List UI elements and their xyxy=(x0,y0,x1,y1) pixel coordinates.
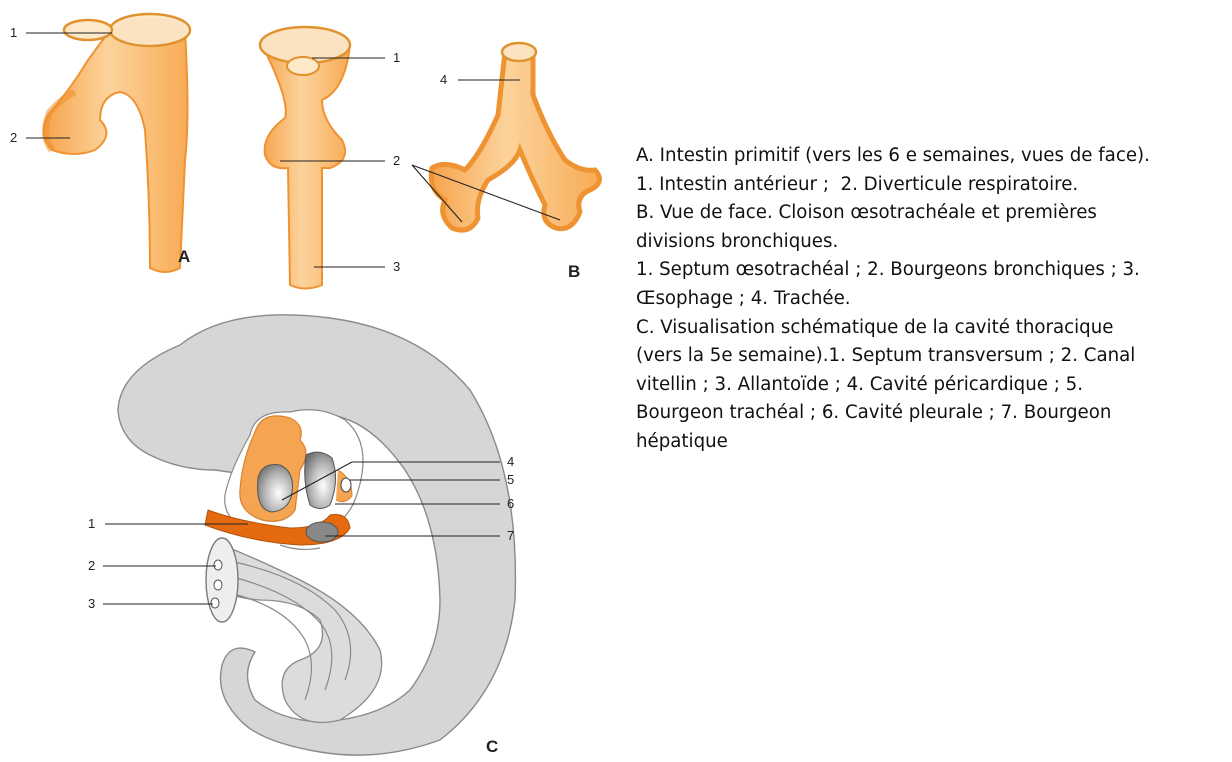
caption-line: 1. Septum œsotrachéal ; 2. Bourgeons bro… xyxy=(636,256,1226,285)
tracheal-bud xyxy=(341,478,351,492)
esophagus-tube xyxy=(262,45,350,289)
label-c-5: 5 xyxy=(507,472,514,487)
label-a-1: 1 xyxy=(10,25,17,40)
panel-letter-b: B xyxy=(568,262,580,281)
caption-line: C. Visualisation schématique de la cavit… xyxy=(636,314,1226,343)
panel-a-drawing: 1 2 A xyxy=(10,14,190,272)
panel-letter-a: A xyxy=(178,247,190,266)
label-c-1: 1 xyxy=(88,516,95,531)
label-c-2: 2 xyxy=(88,558,95,573)
label-b-4: 4 xyxy=(440,72,447,87)
pericardial-cavity xyxy=(258,465,293,512)
pleural-cavity xyxy=(305,452,336,508)
label-c-4: 4 xyxy=(507,454,514,469)
label-c-3: 3 xyxy=(88,596,95,611)
caption-line: divisions bronchiques. xyxy=(636,228,1226,257)
caption-line: vitellin ; 3. Allantoïde ; 4. Cavité pér… xyxy=(636,371,1226,400)
caption-line: A. Intestin primitif (vers les 6 e semai… xyxy=(636,142,1226,171)
umbilical-cord-section xyxy=(206,538,238,622)
caption-line: (vers la 5e semaine).1. Septum transvers… xyxy=(636,342,1226,371)
label-a-2: 2 xyxy=(10,130,17,145)
label-b-3: 3 xyxy=(393,259,400,274)
label-b-1: 1 xyxy=(393,50,400,65)
caption-line: Bourgeon trachéal ; 6. Cavité pleurale ;… xyxy=(636,399,1226,428)
figure-caption: A. Intestin primitif (vers les 6 e semai… xyxy=(636,142,1226,457)
caption-line: Œsophage ; 4. Trachée. xyxy=(636,285,1226,314)
label-c-6: 6 xyxy=(507,496,514,511)
foregut-tube xyxy=(44,30,188,272)
trachea-opening xyxy=(502,43,536,61)
panel-b-trachea-drawing: 4 B xyxy=(412,43,599,281)
label-b-2: 2 xyxy=(393,153,400,168)
caption-line: 1. Intestin antérieur ; 2. Diverticule r… xyxy=(636,171,1226,200)
panel-b-esophagus-drawing: 1 2 3 xyxy=(260,27,400,289)
caption-line: B. Vue de face. Cloison œsotrachéale et … xyxy=(636,199,1226,228)
liver-bud xyxy=(306,522,338,542)
embryology-figure: 1 2 A 1 2 3 4 B xyxy=(0,0,620,762)
respiratory-diverticulum-opening xyxy=(64,20,112,40)
oesotracheal-septum xyxy=(287,57,319,75)
caption-line: hépatique xyxy=(636,428,1226,457)
panel-letter-c: C xyxy=(486,737,498,756)
panel-c-drawing: 1 2 3 4 5 6 7 C xyxy=(88,315,515,756)
label-c-7: 7 xyxy=(507,528,514,543)
